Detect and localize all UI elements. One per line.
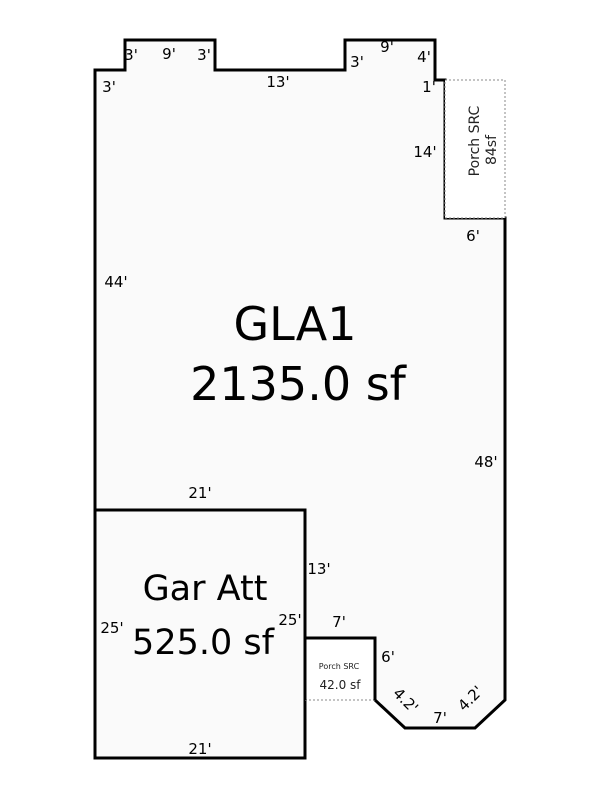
porch-top-name: Porch SRC <box>467 105 483 176</box>
dim-right-48: 48' <box>474 453 497 471</box>
dim-garage-right-25: 25' <box>278 611 301 629</box>
porch-bottom-wall <box>303 636 377 700</box>
gla-area: 2135.0 sf <box>190 357 408 411</box>
dim-garage-bottom-21: 21' <box>188 740 211 758</box>
dim-garage-top-21: 21' <box>188 484 211 502</box>
dim-top-3c: 3' <box>350 53 364 71</box>
dim-top-left-3a: 3' <box>124 46 138 64</box>
dim-top-3b: 3' <box>197 46 211 64</box>
dim-right-1: 1' <box>422 78 436 96</box>
garage-area: 525.0 sf <box>132 623 275 663</box>
dim-step-6: 6' <box>381 648 395 666</box>
dim-top-13: 13' <box>266 73 289 91</box>
porch-bottom-name: Porch SRC <box>319 662 360 671</box>
dim-garage-right-13: 13' <box>307 560 330 578</box>
porch-top-outline <box>444 79 506 219</box>
garage-name: Gar Att <box>143 569 268 609</box>
dim-left-44: 44' <box>104 273 127 291</box>
dim-top-4: 4' <box>417 48 431 66</box>
porch-top-area: 84sf <box>484 134 500 165</box>
garage-outline <box>93 508 307 760</box>
dim-right-6: 6' <box>466 227 480 245</box>
dim-top-9a: 9' <box>162 45 176 63</box>
dim-top-9b: 9' <box>380 38 394 56</box>
gla-name: GLA1 <box>233 297 356 351</box>
dim-left-3: 3' <box>102 78 116 96</box>
porch-bottom-area: 42.0 sf <box>319 678 361 692</box>
dim-right-14: 14' <box>413 143 436 161</box>
dim-step-7: 7' <box>332 613 346 631</box>
dim-garage-left-25: 25' <box>100 619 123 637</box>
dim-bottom-7: 7' <box>433 709 447 727</box>
